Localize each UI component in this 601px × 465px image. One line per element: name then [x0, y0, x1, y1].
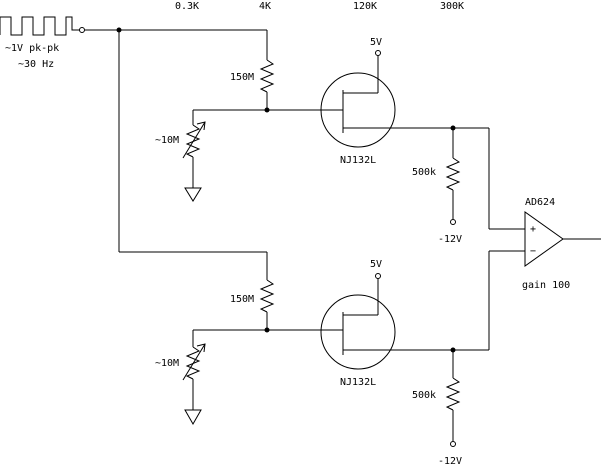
top-supply-label: 5V [370, 37, 382, 48]
bottom-load-resistor [445, 377, 461, 411]
bottom-ground-icon [184, 409, 202, 426]
marker-0-3k: 0.3K [175, 1, 199, 12]
amp-part-label: AD624 [525, 197, 555, 208]
source-amplitude-label: ~1V pk-pk [5, 43, 59, 54]
top-neg-supply-label: -12V [438, 234, 462, 245]
top-pot-arrow-icon [196, 121, 206, 131]
top-bias-resistor-label: 150M [230, 72, 254, 83]
bottom-load-label: 500k [412, 390, 436, 401]
top-neg-supply-terminal [450, 219, 456, 225]
amp-plus-label: + [530, 224, 536, 235]
bottom-pot-arrow-shaft [182, 343, 206, 381]
top-load-resistor [445, 157, 461, 191]
bottom-bias-resistor-label: 150M [230, 294, 254, 305]
bottom-neg-supply-terminal [450, 441, 456, 447]
top-jfet-body [320, 72, 396, 148]
bottom-supply-label: 5V [370, 259, 382, 270]
instrumentation-amplifier-icon [524, 211, 564, 267]
bottom-neg-supply-label: -12V [438, 456, 462, 465]
bottom-jfet-label: NJ132L [340, 377, 376, 388]
top-bias-resistor [259, 59, 275, 93]
marker-4k: 4K [259, 1, 271, 12]
top-supply-terminal [375, 50, 381, 56]
amp-gain-label: gain 100 [522, 280, 570, 291]
top-ground-icon [184, 187, 202, 202]
marker-120k: 120K [353, 1, 377, 12]
source-frequency-label: ~30 Hz [18, 59, 54, 70]
bottom-pot-arrow-icon [196, 343, 206, 353]
square-wave-icon [0, 16, 82, 36]
amp-minus-label: − [530, 246, 536, 257]
top-jfet-label: NJ132L [340, 155, 376, 166]
input-terminal [79, 27, 85, 33]
bottom-pot-label: ~10M [155, 358, 179, 369]
marker-300k: 300K [440, 1, 464, 12]
bottom-jfet-body [320, 294, 396, 370]
top-load-label: 500k [412, 167, 436, 178]
bottom-bias-resistor [259, 279, 275, 313]
bottom-supply-terminal [375, 273, 381, 279]
top-pot-arrow-shaft [182, 121, 206, 159]
top-pot-label: ~10M [155, 135, 179, 146]
